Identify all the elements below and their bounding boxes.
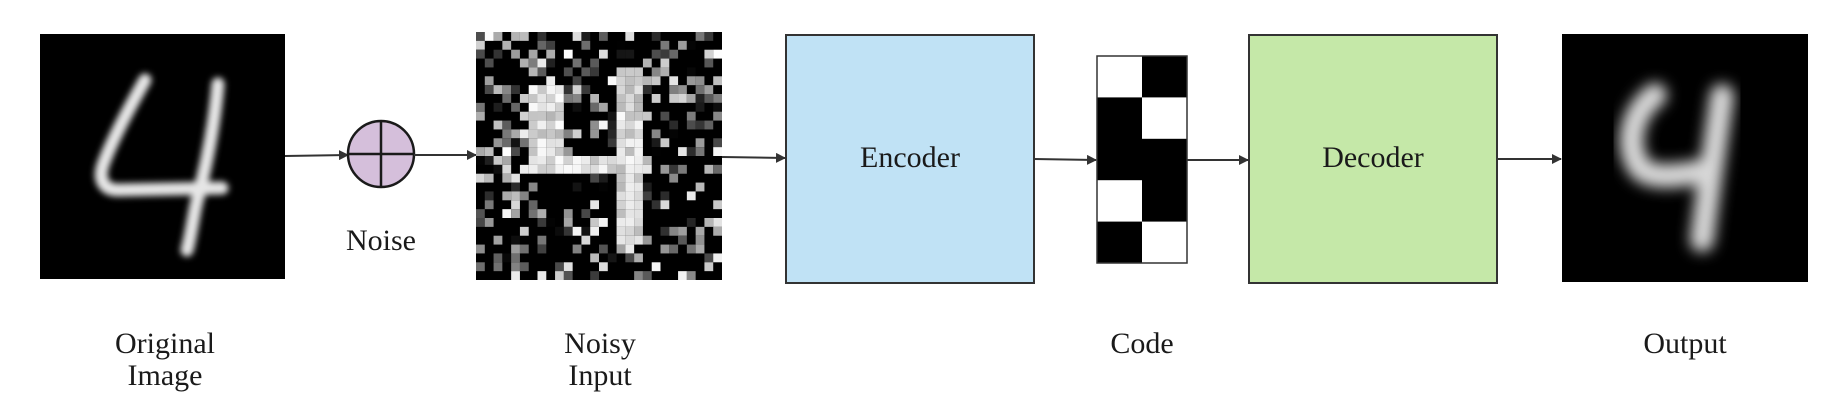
code-cell [1142,56,1187,98]
decoder-block: Decoder [1248,34,1498,284]
code-block [1096,55,1188,264]
arrow-encoder-to-code [1033,154,1097,165]
digit-4-original [94,73,229,257]
noisy-input-label: Noisy Input [564,327,636,392]
code-cell [1097,180,1142,223]
original-image [40,34,285,279]
code-cell [1142,97,1187,140]
encoder-label: Encoder [860,141,960,174]
digit-4-output [1619,83,1734,252]
code-label: Code [1110,327,1174,360]
original-image-label: Original Image [115,327,215,392]
code-cell [1142,180,1187,223]
code-cell [1097,221,1142,264]
decoder-label: Decoder [1322,141,1424,174]
noise-node [346,119,416,189]
code-cell [1097,138,1142,181]
code-cell [1097,56,1142,98]
code-cell [1097,97,1142,140]
encoder-block: Encoder [785,34,1035,284]
code-cell [1142,138,1187,181]
arrow-noisy-to-encoder [721,152,786,163]
code-cells [1097,56,1187,264]
noisy-input-image [476,32,722,280]
output-image [1562,34,1808,282]
code-cell [1142,221,1187,264]
noisy-pixels [476,32,722,280]
output-label: Output [1643,327,1727,360]
arrow-original-to-noise [284,150,349,161]
noise-label: Noise [346,224,416,257]
